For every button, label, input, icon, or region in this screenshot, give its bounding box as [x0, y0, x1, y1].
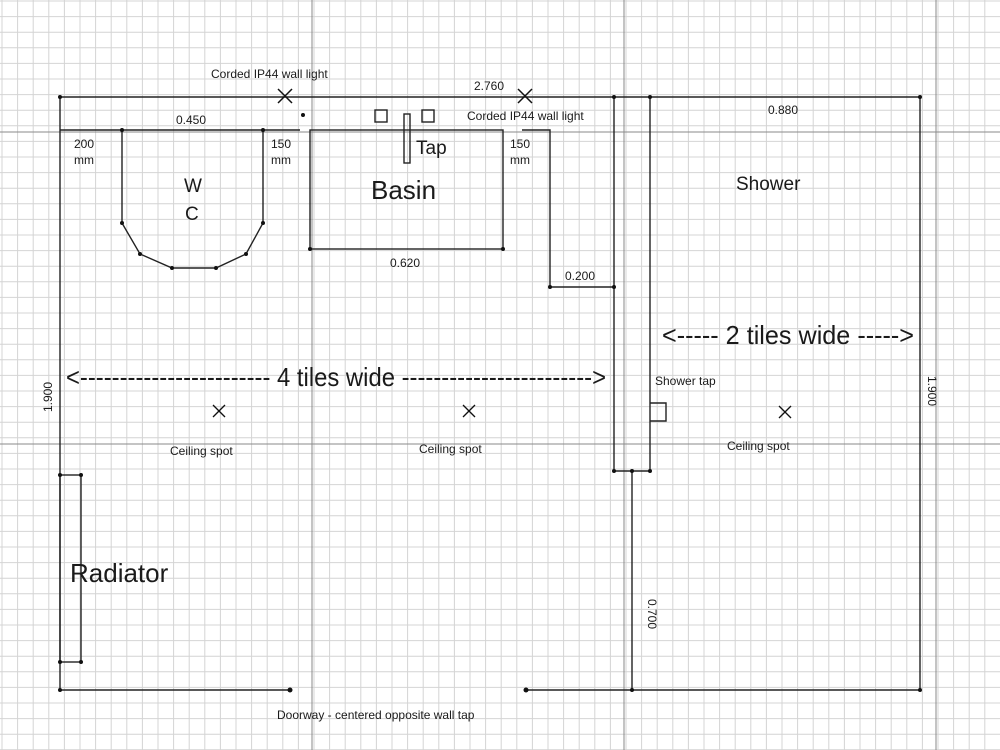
ceiling-spot-label-3: Ceiling spot — [727, 439, 790, 453]
ceiling-spot-label-2: Ceiling spot — [419, 442, 482, 456]
ceiling-spot-marker-1 — [212, 404, 226, 418]
dim-mid-gap-unit: mm — [271, 153, 291, 167]
basin-label: Basin — [371, 175, 436, 205]
radiator-label: Radiator — [70, 558, 169, 588]
shower-tap-label: Shower tap — [655, 374, 716, 388]
dim-left-height: 1.900 — [41, 382, 55, 412]
dim-shower-width: 0.880 — [768, 103, 798, 117]
dim-top-total: 2.760 — [474, 79, 504, 93]
doorway-label: Doorway - centered opposite wall tap — [277, 708, 475, 722]
wall-light-marker-2 — [517, 88, 533, 104]
dim-basin-width: 0.620 — [390, 256, 420, 270]
ceiling-spot-label-1: Ceiling spot — [170, 444, 233, 458]
radiator-outline — [58, 473, 83, 664]
dim-gap: 0.200 — [565, 269, 595, 283]
dim-right-gap-unit: mm — [510, 153, 530, 167]
dim-left-gap-value: 200 — [74, 137, 94, 151]
wc-outline — [120, 128, 265, 270]
basin-outline — [308, 109, 505, 251]
dim-right-gap-value: 150 — [510, 137, 530, 151]
dim-mid-gap-value: 150 — [271, 137, 291, 151]
ceiling-spot-marker-2 — [462, 404, 476, 418]
four-tiles-annotation: <------------------------ 4 tiles wide -… — [66, 362, 606, 392]
wall-light-label-2: Corded IP44 wall light — [467, 109, 584, 123]
two-tiles-annotation: <----- 2 tiles wide -----> — [662, 320, 914, 350]
shower-label: Shower — [736, 174, 801, 195]
wall-junction-dots — [58, 95, 922, 693]
tap-label: Tap — [416, 138, 447, 159]
wc-label-line-2: C — [185, 204, 199, 225]
wall-light-marker-1 — [277, 88, 293, 104]
ceiling-spot-marker-3 — [778, 405, 792, 419]
dim-right-height: 1.900 — [925, 376, 939, 406]
shower-tap-box — [650, 402, 667, 422]
wall-light-label-1: Corded IP44 wall light — [211, 67, 328, 81]
dim-partition-length: 0.700 — [645, 599, 659, 629]
dim-wc-width: 0.450 — [176, 113, 206, 127]
dim-left-gap-unit: mm — [74, 153, 94, 167]
wc-label-line-1: W — [184, 176, 202, 197]
